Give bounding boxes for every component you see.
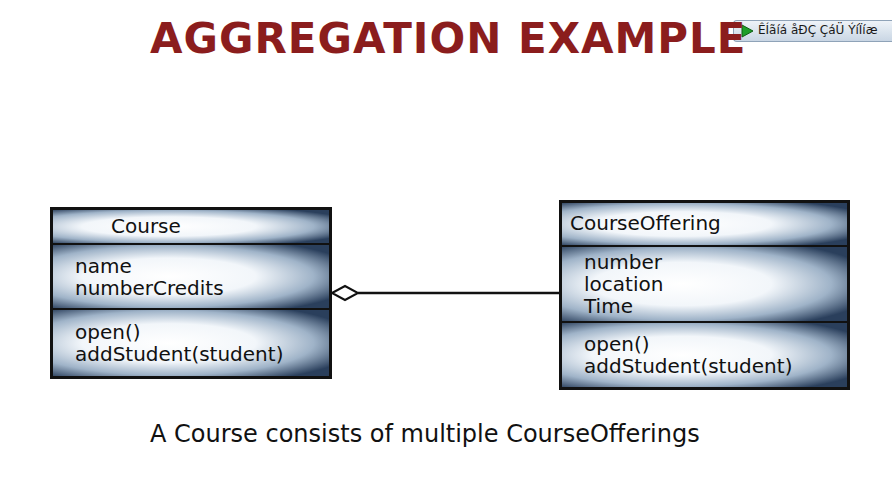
diagram-title: AGGREGATION EXAMPLE bbox=[150, 14, 740, 63]
method-list: open() addStudent(student) bbox=[562, 333, 792, 377]
class-name-compartment: Course bbox=[53, 210, 329, 243]
attribute-compartment: name numberCredits bbox=[53, 243, 329, 308]
class-name-compartment: CourseOffering bbox=[562, 203, 847, 245]
uml-class-box: CourseOffering number location Time open()… bbox=[559, 200, 850, 390]
aggregation-connector bbox=[332, 286, 559, 300]
attribute-compartment: number location Time bbox=[562, 245, 847, 321]
attribute-list: name numberCredits bbox=[53, 255, 224, 299]
class-name: Course bbox=[53, 215, 329, 237]
method-compartment: open() addStudent(student) bbox=[53, 308, 329, 376]
button-label: ÊÍãíá åÐÇ ÇáÜ ÝíÏíæ bbox=[758, 23, 877, 37]
method-compartment: open() addStudent(student) bbox=[562, 321, 847, 387]
diagram-caption: A Course consists of multiple CourseOffe… bbox=[150, 420, 820, 448]
play-icon bbox=[740, 24, 754, 38]
class-name: CourseOffering bbox=[562, 212, 847, 234]
uml-class-box: Course name numberCredits open() addStuden… bbox=[50, 207, 332, 379]
download-button: ÊÍãíá åÐÇ ÇáÜ ÝíÏíæ bbox=[733, 20, 892, 42]
method-list: open() addStudent(student) bbox=[53, 321, 283, 365]
attribute-list: number location Time bbox=[562, 251, 663, 317]
